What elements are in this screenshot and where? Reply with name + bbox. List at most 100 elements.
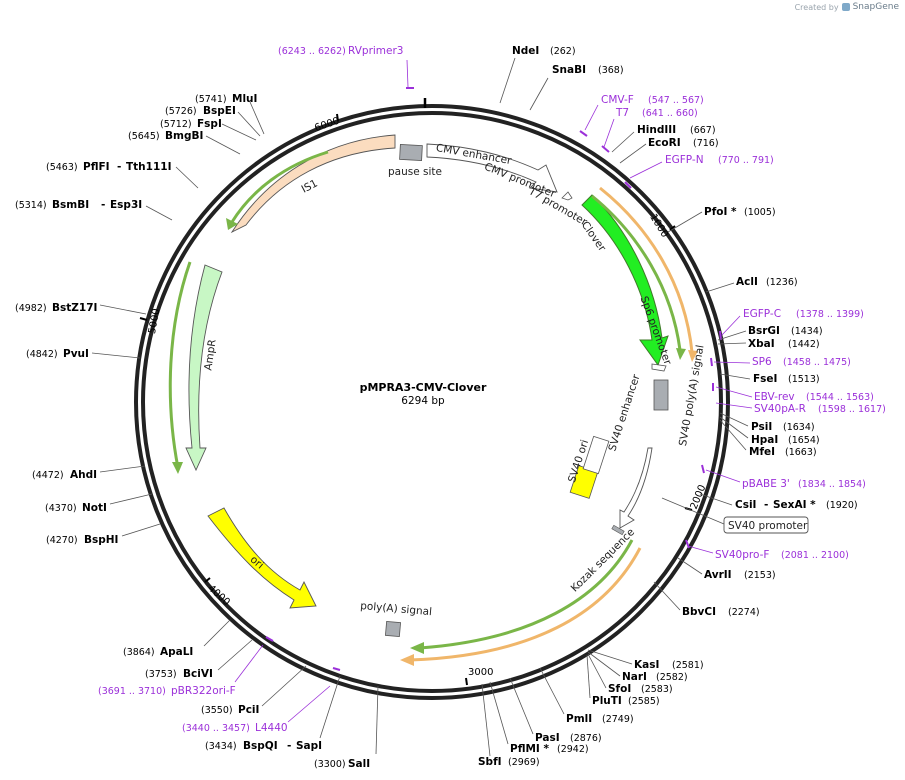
site-avrii-pos: (2153) (744, 570, 776, 581)
primer-pbabe3-range: (1834 .. 1854) (798, 479, 866, 490)
primer-sv40pro-f-range: (2081 .. 2100) (781, 550, 849, 561)
site-acli-line (705, 282, 735, 293)
site-pcii-line (261, 665, 307, 707)
site-fsei-line (719, 373, 751, 380)
site-ecori-line (619, 143, 647, 164)
primer-ebv-rev-line (715, 386, 753, 398)
primer-t7-line (603, 118, 615, 148)
primer-pbabe3-name: pBABE 3' (742, 478, 790, 490)
ampr-green-outer-arrow (168, 261, 192, 469)
primer-ebv-rev-range: (1544 .. 1563) (806, 392, 874, 403)
primer-rvprimer3-line (406, 59, 409, 88)
site-bsrgi-line (717, 330, 747, 341)
site-mlui-line (249, 101, 265, 135)
site-bstz17i-line (99, 304, 147, 315)
site-pasi-pos: (2876) (570, 733, 602, 744)
site-nari-name: NarI (622, 671, 647, 683)
site-csii-pos: (1920) (826, 500, 858, 511)
polya-signal-label: poly(A) signal (360, 600, 433, 618)
primer-ebv-rev-name: EBV-rev (754, 391, 795, 403)
site-apali-line (203, 619, 231, 647)
site-hindiii-name: HindIII (637, 124, 676, 136)
primer-l4440-line (287, 685, 331, 723)
primer-sp6-line (713, 361, 751, 364)
primer-egfp-c-name: EGFP-C (743, 308, 781, 320)
primer-pbabe3-line (705, 469, 741, 483)
site-noti-pos: (4370) (45, 503, 77, 514)
site-hindiii-line (611, 131, 635, 153)
is1-green-outer-arrow (230, 150, 329, 223)
plasmid-length: 6294 bp (401, 395, 445, 407)
t7-promoter-small-arrow (561, 191, 573, 201)
site-xbai-pos: (1442) (788, 339, 820, 350)
primer-sv40pro-f-mark (685, 539, 690, 549)
primer-pbr322ori-f-mark (265, 636, 274, 642)
primer-cmv-f-range: (547 .. 567) (648, 95, 704, 106)
site-bmgbi-line (205, 135, 241, 155)
site-pflmi-line (489, 681, 509, 745)
primer-egfp-c-range: (1378 .. 1399) (796, 309, 864, 320)
site-ndei-line (499, 57, 516, 104)
site-pflmi-name: PflMI * (510, 743, 549, 755)
tick-6000 (336, 113, 339, 122)
site-apali-name: ApaLI (160, 646, 193, 658)
site-hpai-line (719, 416, 749, 439)
site-pmli-name: PmlI (566, 713, 592, 725)
site-pmli-pos: (2749) (602, 714, 634, 725)
site-ndei-name: NdeI (512, 45, 539, 57)
primer-cmv-f-name: CMV-F (601, 94, 634, 106)
primer-pbr322ori-f-line (234, 644, 264, 683)
primer-egfp-n-range: (770 .. 791) (718, 155, 774, 166)
restriction-sites: NdeI (262) SnaBI (368) HindIII (667) Eco… (15, 45, 858, 770)
site-noti-name: NotI (82, 502, 107, 514)
primers: (6243 .. 6262) RVprimer3 CMV-F (547 .. 5… (98, 45, 886, 734)
sv40-promoter-callout-box (723, 516, 809, 534)
site-bsmbi-dash: - (101, 199, 105, 211)
site-ecori-name: EcoRI (648, 137, 681, 149)
sv40-polya-box (653, 379, 669, 411)
primer-l4440-name: L4440 (255, 722, 288, 734)
bottom-green-arrowhead (410, 642, 424, 654)
site-mlui-pos: (5741) (195, 94, 227, 105)
site-pluti-name: PluTI (592, 695, 622, 707)
primer-sp6-range: (1458 .. 1475) (783, 357, 851, 368)
site-sali-name: SalI (348, 758, 370, 770)
primer-pbabe3-mark (701, 464, 705, 474)
is1-arrow (230, 134, 396, 234)
site-pflfi-name: PflFI (83, 161, 110, 173)
site-esp3i-name: Esp3I (110, 199, 142, 211)
sv40-promoter-callout-label: SV40 promoter (728, 520, 808, 532)
site-psii-name: PsiI (751, 421, 772, 433)
site-pvui-line (91, 352, 141, 359)
snapgene-logo-icon (841, 3, 850, 11)
site-bcivi-pos: (3753) (145, 669, 177, 680)
clover-orf-arrow (581, 194, 669, 367)
pause-site-box (399, 144, 423, 161)
is1-label: IS1 (300, 177, 320, 195)
site-ecori-pos: (716) (693, 138, 719, 149)
sv40-enhancer-label: SV40 enhancer (606, 372, 642, 452)
bottom-orange-arrowhead (400, 654, 414, 666)
site-bbvci-line (653, 581, 681, 611)
site-acli-pos: (1236) (766, 277, 798, 288)
tick-4000 (204, 577, 211, 583)
site-snabi-line (529, 77, 549, 111)
site-ahdi-name: AhdI (70, 469, 97, 481)
bottom-orange-arrow (409, 547, 642, 662)
tick-1000 (669, 225, 676, 231)
site-sali-line (375, 685, 379, 755)
site-pasi-name: PasI (535, 732, 560, 744)
site-sfoi-pos: (2583) (641, 684, 673, 695)
kozak-box (611, 524, 625, 536)
site-bcivi-name: BciVI (183, 668, 213, 680)
site-csii-name: CsiI (735, 499, 756, 511)
site-sbfi-pos: (2969) (508, 757, 540, 768)
site-pcii-name: PciI (238, 704, 259, 716)
primer-pbr322ori-f-range: (3691 .. 3710) (98, 686, 166, 697)
kozak-label: Kozak sequence (569, 526, 637, 594)
sv40-polya-label: SV40 poly(A) signal (677, 344, 707, 447)
site-acli-name: AclI (736, 276, 758, 288)
tick-label-5000: 5000 (147, 308, 162, 335)
site-bspei-pos: (5726) (165, 106, 197, 117)
site-sfoi-line (587, 653, 607, 689)
